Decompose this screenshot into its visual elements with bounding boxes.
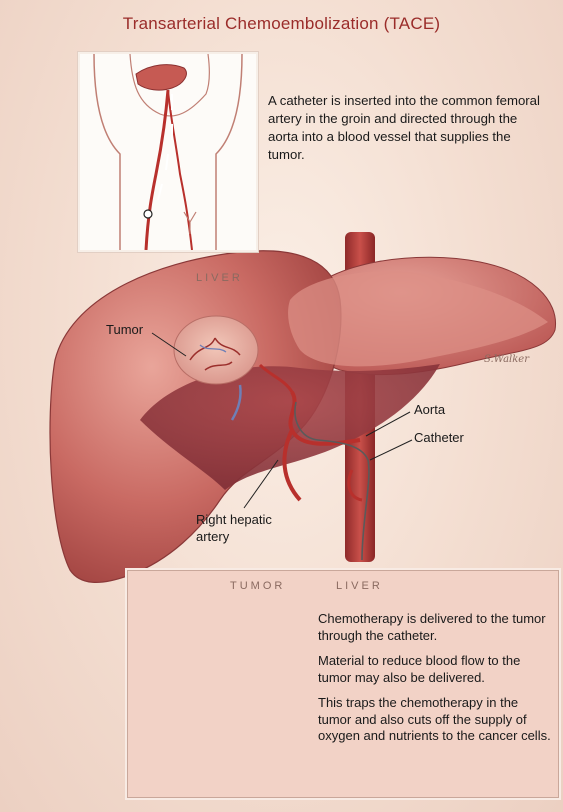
detail-liver-label: LIVER bbox=[336, 580, 383, 592]
detail-tumor-label: TUMOR bbox=[230, 580, 285, 592]
body-inset-panel bbox=[78, 52, 258, 252]
aorta-label: Aorta bbox=[414, 402, 445, 418]
catheter-leader-line bbox=[370, 440, 412, 460]
liver-label: LIVER bbox=[196, 272, 243, 284]
hepatic-artery-label-line1: Right hepatic bbox=[196, 512, 272, 528]
detail-paragraph: This traps the chemotherapy in the tumor… bbox=[318, 695, 553, 745]
tumor bbox=[174, 316, 258, 384]
inset-liver bbox=[136, 65, 186, 90]
artist-signature: S.Walker bbox=[484, 352, 529, 368]
body-inset-diagram bbox=[80, 54, 256, 250]
detail-paragraph: Material to reduce blood flow to the tum… bbox=[318, 653, 553, 686]
intro-text: A catheter is inserted into the common f… bbox=[268, 92, 548, 164]
inset-entry-point bbox=[144, 210, 152, 218]
inset-artery-path bbox=[146, 90, 168, 250]
tumor-label: Tumor bbox=[106, 322, 143, 338]
detail-panel: TUMOR LIVER Chemotherapy is delivered to… bbox=[127, 570, 559, 798]
detail-text: Chemotherapy is delivered to the tumor t… bbox=[318, 611, 553, 754]
detail-paragraph: Chemotherapy is delivered to the tumor t… bbox=[318, 611, 553, 644]
hepatic-artery-label-line2: artery bbox=[196, 529, 229, 545]
catheter-label: Catheter bbox=[414, 430, 464, 446]
